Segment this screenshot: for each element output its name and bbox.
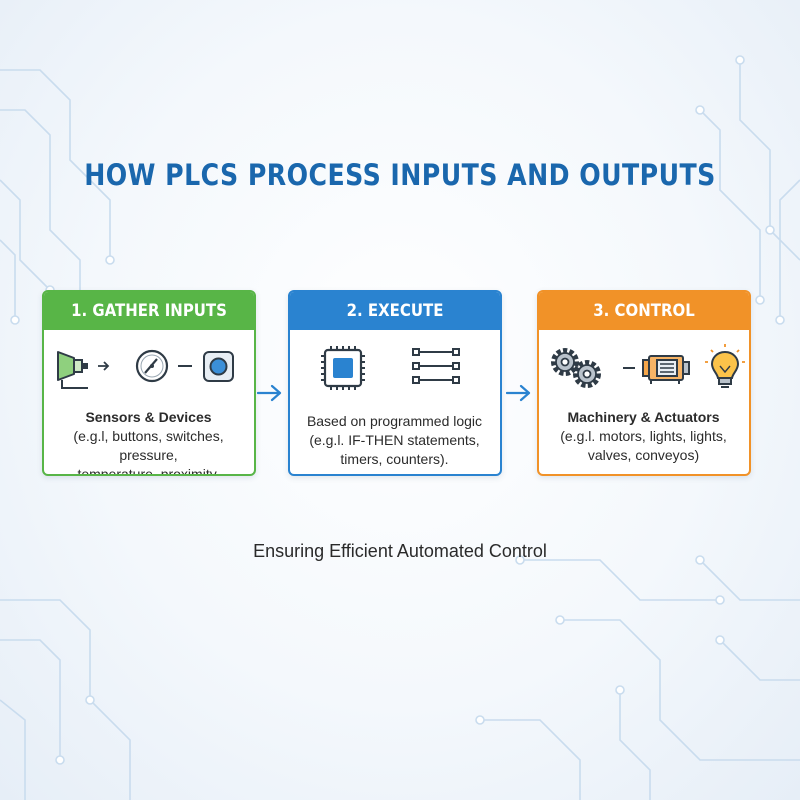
page-title: HOW PLCS PROCESS INPUTS AND OUTPUTS — [84, 158, 716, 192]
step-header: 2. EXECUTE PROGRAM — [346, 301, 444, 359]
step-card-control-outputs: 3. CONTROL OUTPUTS Machinery & — [537, 290, 751, 476]
arrow-right-icon — [257, 384, 282, 402]
step-description: (e.g.l. motors, lights, lights, valves, … — [560, 428, 727, 463]
step-card-execute-program: 2. EXECUTE PROGRAM Based on programmed l… — [288, 290, 502, 476]
motor-icon — [642, 355, 690, 384]
light-bulb-icon — [705, 344, 745, 388]
step-text: Machinery & Actuators (e.g.l. motors, li… — [539, 408, 748, 465]
sensor-icon — [57, 351, 110, 389]
step-header: 3. CONTROL OUTPUTS — [593, 301, 695, 359]
step-subtitle: Machinery & Actuators — [567, 409, 720, 425]
arrow-right-icon — [506, 384, 531, 402]
gauge-icon — [135, 349, 169, 383]
step-text: Based on programmed logic (e.g.l. IF-THE… — [290, 412, 499, 469]
step-description: (e.g.l, buttons, switches, pressure, tem… — [73, 428, 224, 476]
step-header: 1. GATHER INPUTS — [71, 301, 227, 321]
step-subtitle: Sensors & Devices — [85, 409, 212, 425]
tagline: Ensuring Efficient Automated Control — [253, 541, 547, 561]
step-text: Sensors & Devices (e.g.l, buttons, switc… — [44, 408, 253, 476]
push-button-icon — [203, 351, 234, 382]
step-icons — [551, 344, 745, 388]
ladder-logic-icon — [412, 348, 460, 384]
step-description: Based on programmed logic (e.g.l. IF-THE… — [306, 413, 483, 467]
step-icons — [57, 349, 234, 389]
gears-icon — [551, 348, 601, 388]
cpu-chip-icon — [321, 346, 365, 390]
step-icons — [321, 346, 460, 390]
step-card-gather-inputs: 1. GATHER INPUTS Sensors & Devices (e.g.… — [42, 290, 256, 476]
